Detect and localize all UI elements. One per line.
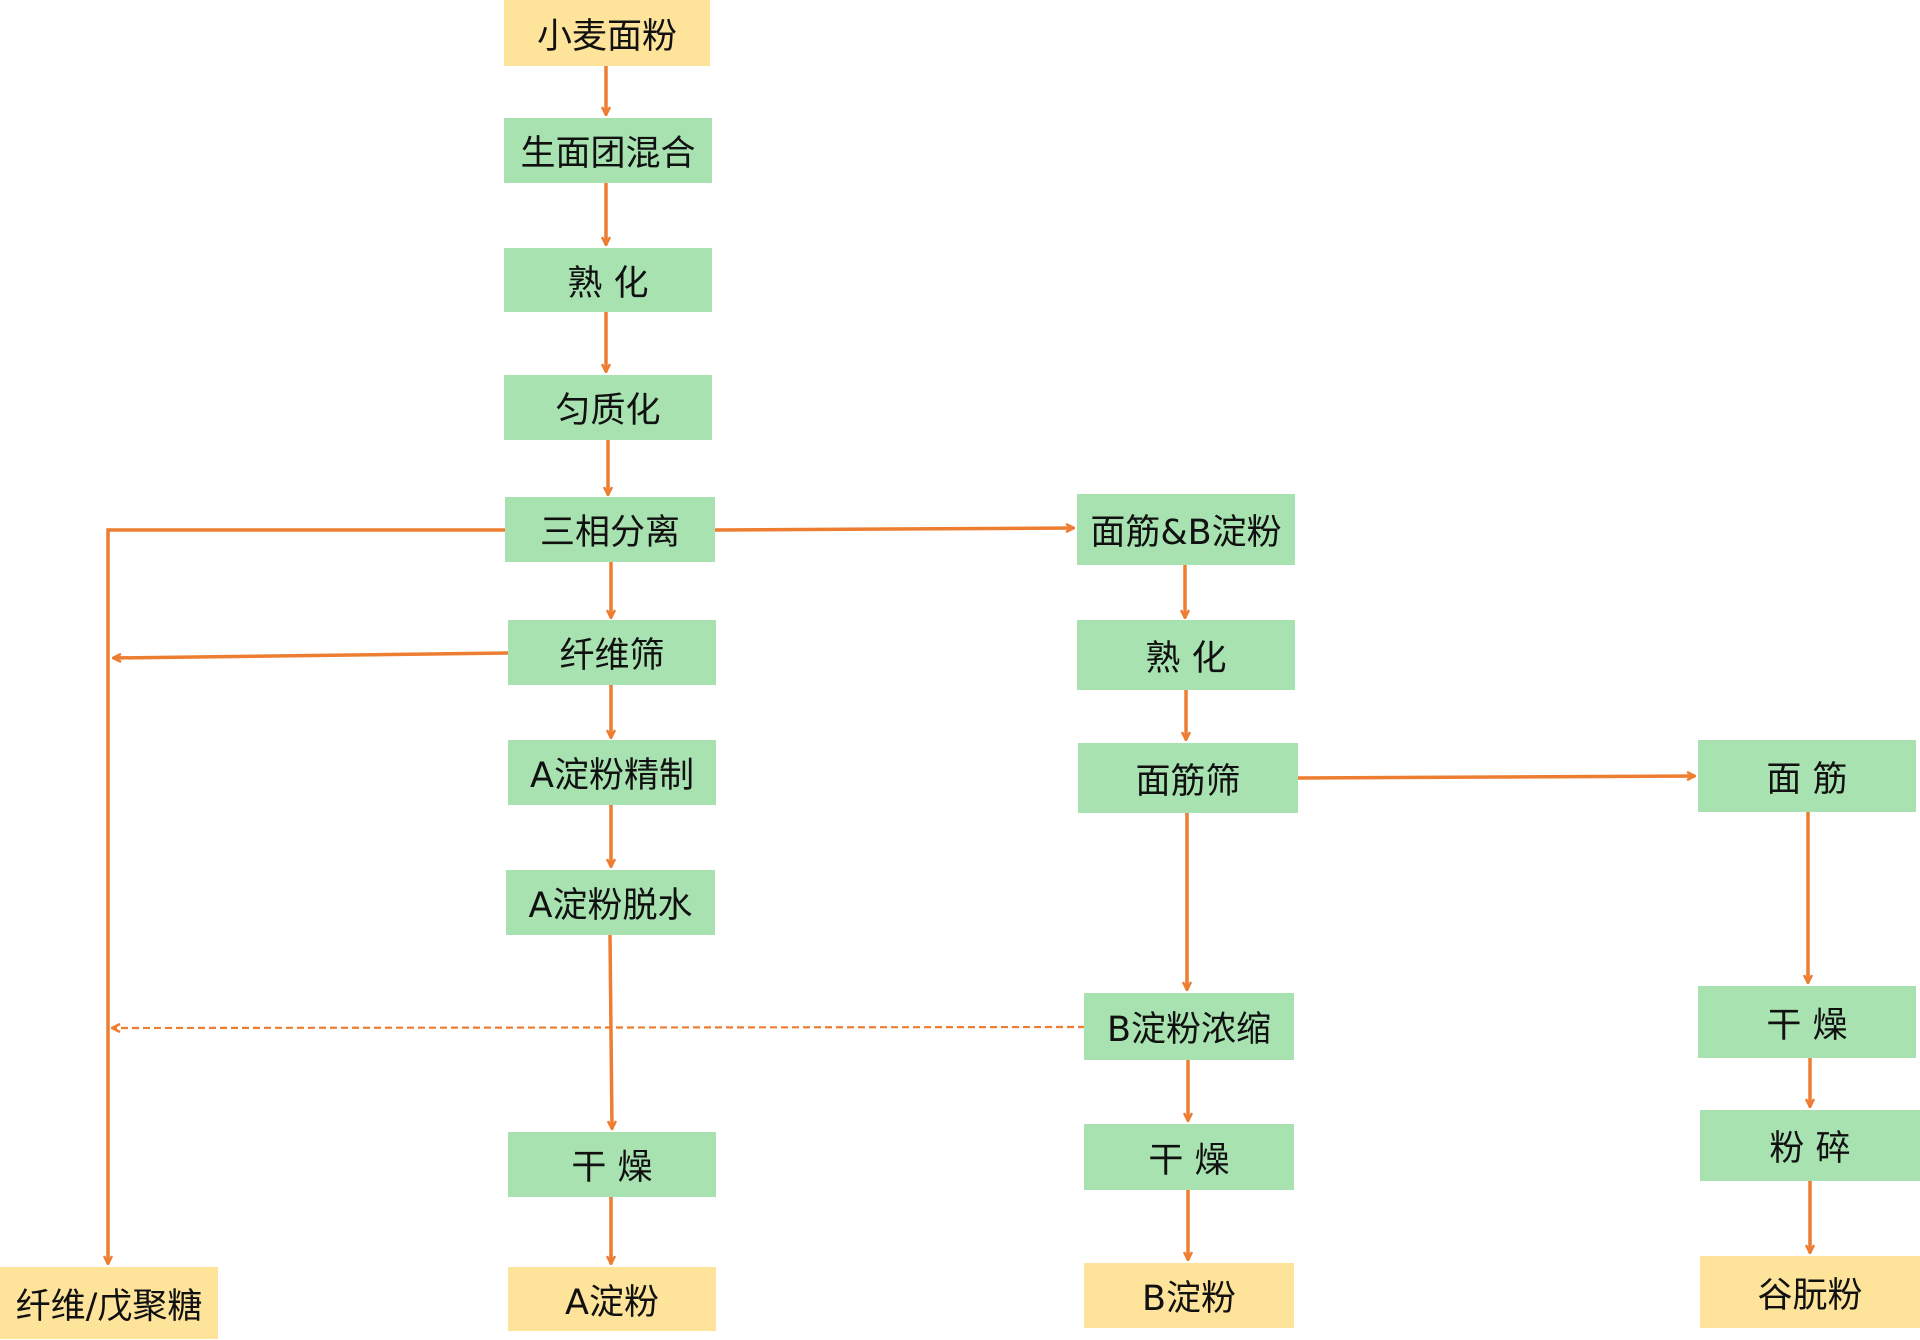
node-fiber-pentosan: 纤维/戊聚糖 (0, 1267, 218, 1339)
node-three-phase-separation: 三相分离 (505, 497, 715, 562)
arrow-separation-to-gluten-b-starch (714, 528, 1074, 530)
node-gluten-drying: 干 燥 (1698, 986, 1916, 1058)
node-a-starch-refining: A淀粉精制 (508, 740, 716, 805)
arrow-gluten-sieve-to-gluten (1297, 776, 1695, 778)
node-maturation-1: 熟 化 (504, 248, 712, 312)
node-b-starch: B淀粉 (1084, 1263, 1294, 1328)
node-wheat-flour: 小麦面粉 (504, 0, 710, 66)
node-a-starch-dewatering: A淀粉脱水 (506, 870, 715, 935)
node-maturation-2: 熟 化 (1077, 620, 1295, 690)
node-b-starch-concentration: B淀粉浓缩 (1084, 993, 1294, 1060)
node-milling: 粉 碎 (1700, 1110, 1920, 1181)
arrow-concentration-to-fiber-pentosan (112, 1027, 1086, 1028)
node-vital-gluten: 谷朊粉 (1700, 1256, 1920, 1328)
node-gluten-b-starch: 面筋&B淀粉 (1077, 494, 1295, 565)
node-fiber-sieve: 纤维筛 (508, 620, 716, 685)
arrow-fiber-sieve-to-fiber-pentosan (113, 651, 509, 658)
arrow-separation-to-fiber-pentosan (108, 528, 505, 1264)
node-homogenization: 匀质化 (504, 375, 712, 440)
node-dough-mixing: 生面团混合 (504, 118, 712, 183)
node-a-drying: 干 燥 (508, 1132, 716, 1197)
arrow-dewatering-to-drying (610, 934, 612, 1129)
node-gluten-sieve: 面筋筛 (1078, 743, 1298, 813)
node-b-drying: 干 燥 (1084, 1124, 1294, 1190)
node-gluten: 面 筋 (1698, 740, 1916, 812)
node-a-starch: A淀粉 (508, 1267, 716, 1331)
